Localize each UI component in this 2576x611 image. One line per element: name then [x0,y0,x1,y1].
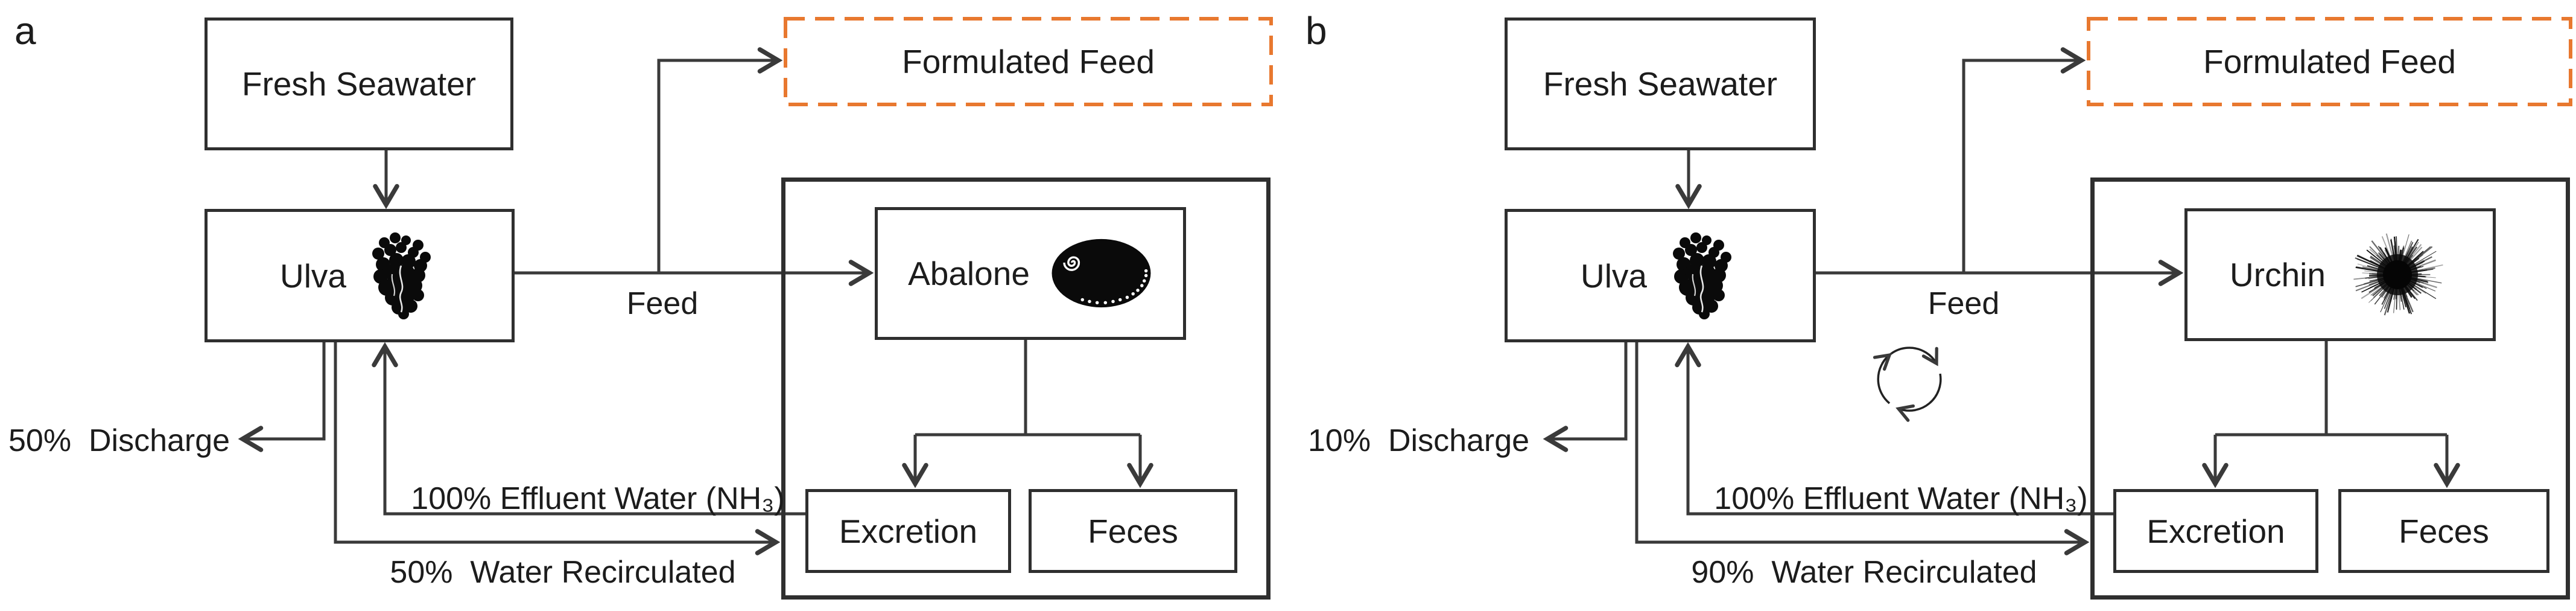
effluent-label-a: 100% Effluent Water (NH₃) [411,481,785,516]
discharge-label-a: 50% Discharge [8,423,230,458]
feces-box-a: Feces [1029,489,1237,573]
abalone-label: Abalone [908,255,1030,292]
ulva-label: Ulva [279,257,347,295]
recirculated-label-b: 90% Water Recirculated [1691,555,2037,590]
formulated-feed-label: Formulated Feed [2203,43,2456,80]
seaweed-icon [372,232,431,319]
feed-branch-to-formulated-feed-arrow [657,47,783,273]
panel-a-wiring [238,47,1153,555]
feces-label: Feces [1088,512,1178,550]
urchin-label: Urchin [2230,256,2326,293]
feces-label: Feces [2399,512,2489,550]
feed-branch-to-formulated-feed-arrow [1962,47,2086,273]
recirculated-to-tank-arrow [334,342,781,555]
fresh-seawater-label: Fresh Seawater [241,65,477,103]
fresh-seawater-label: Fresh Seawater [1543,65,1778,103]
urchin-box: Urchin [2184,208,2496,341]
excretion-label: Excretion [839,512,978,550]
abalone-tank-container-a [781,178,1271,600]
effluent-to-ulva-arrow [372,342,805,516]
urchin-waste-split-line [2215,341,2447,437]
fresh-seawater-box-a: Fresh Seawater [205,18,513,150]
formulated-feed-dashed-border-a [784,17,1273,106]
recirculated-to-tank-arrow [1635,342,2090,555]
effluent-to-ulva-arrow [1675,342,2113,516]
ulva-box-a: Ulva [205,209,515,342]
ulva-label: Ulva [1580,257,1648,295]
abalone-box: Abalone [875,207,1186,340]
discharge-label-b: 10% Discharge [1308,423,1530,458]
excretion-box-b: Excretion [2113,489,2318,573]
recirculated-label-a: 50% Water Recirculated [390,555,736,590]
panel-b-label: b [1305,9,1327,53]
formulated-feed-box-a: Formulated Feed [785,19,1271,104]
formulated-feed-dashed-border-b [2087,17,2572,106]
feces-box-b: Feces [2338,489,2549,573]
discharge-arrow [1543,342,1628,452]
feed-label-b: Feed [1927,286,2000,321]
urchin-tank-container-b [2090,178,2570,600]
panel-a-label: a [14,9,36,53]
formulated-feed-label: Formulated Feed [902,43,1155,80]
formulated-feed-box-b: Formulated Feed [2089,19,2571,104]
effluent-label-b: 100% Effluent Water (NH₃) [1714,481,2088,516]
recycle-arrows-icon [1873,347,1942,422]
seaweed-icon [1673,232,1732,319]
panel-b-wiring [1543,47,2460,555]
sea-urchin-icon [2353,233,2443,315]
fresh-seawater-box-b: Fresh Seawater [1505,18,1816,150]
excretion-box-a: Excretion [805,489,1011,573]
discharge-arrow [238,342,326,452]
abalone-waste-split-line [915,339,1140,437]
ulva-box-b: Ulva [1505,209,1816,342]
abalone-shell-icon [1052,238,1151,308]
excretion-label: Excretion [2146,512,2285,550]
feed-label-a: Feed [626,286,699,321]
